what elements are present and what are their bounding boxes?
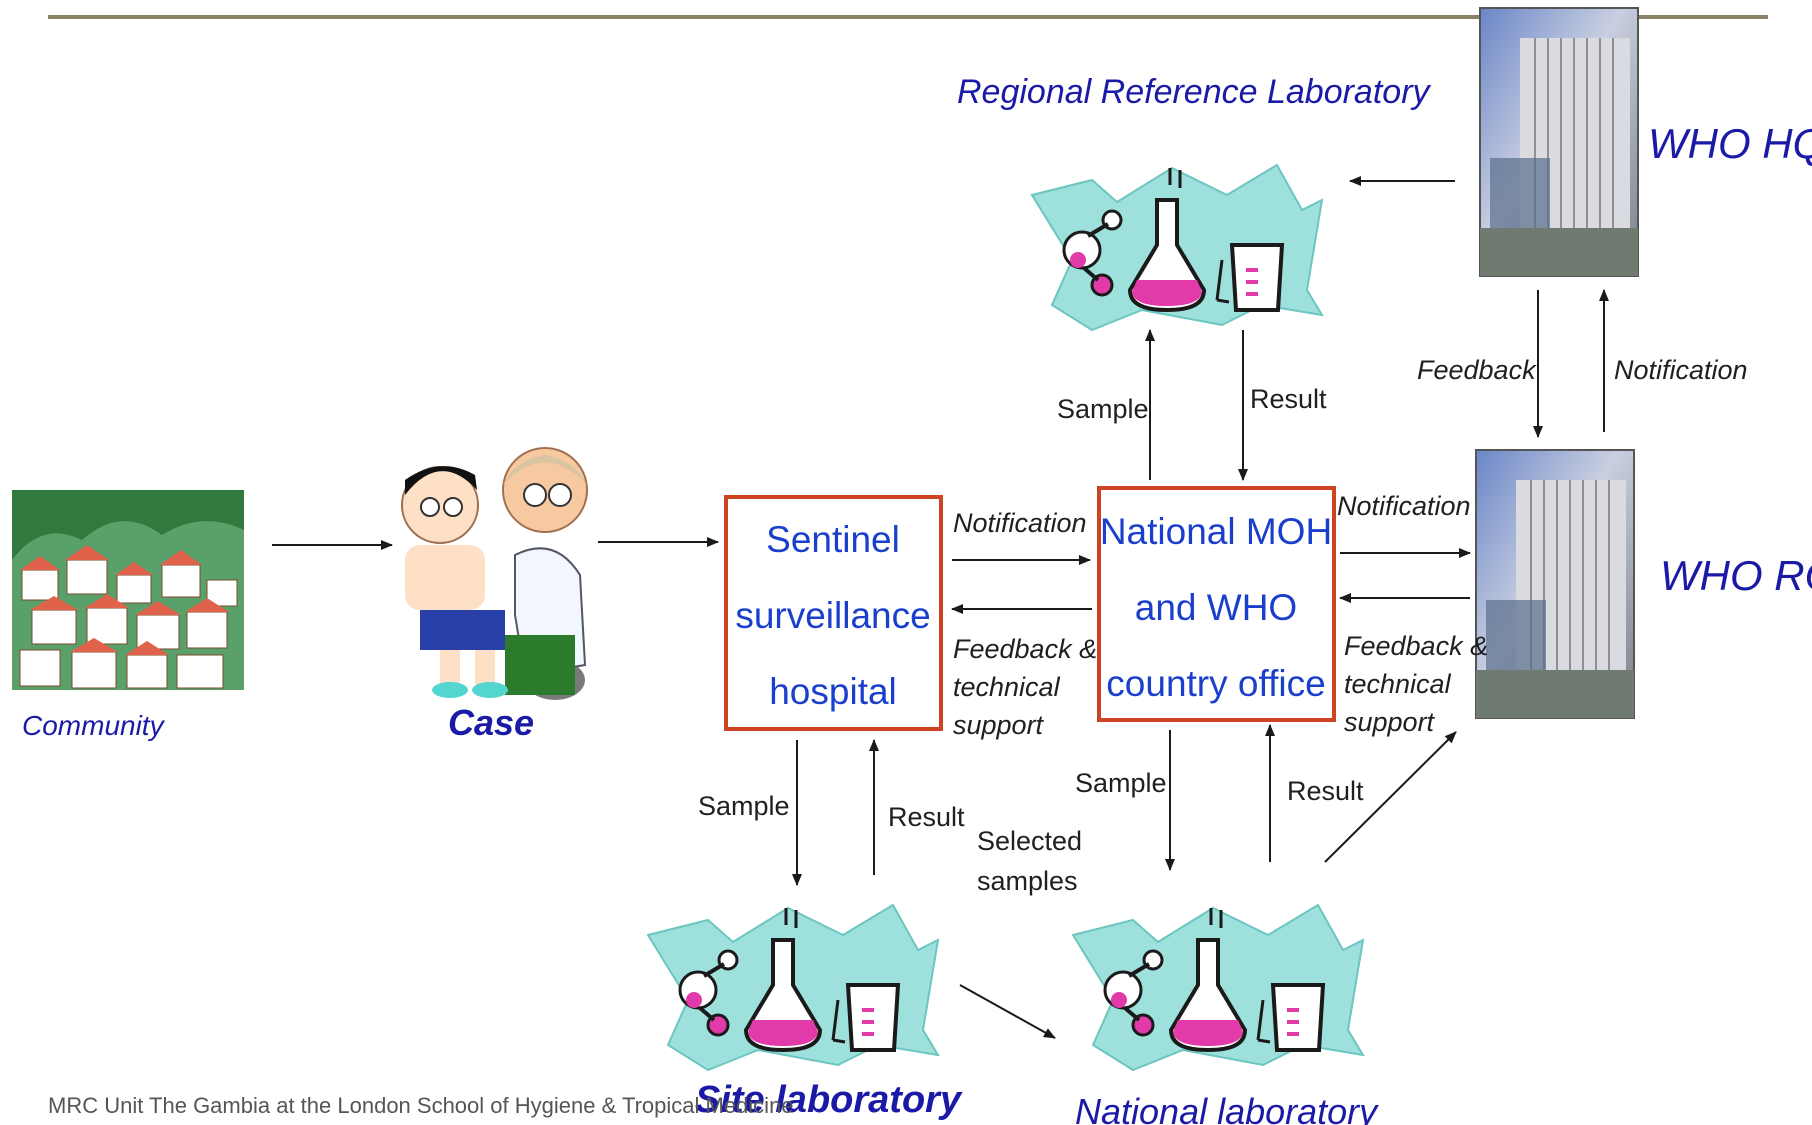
- sentinel-hospital-node: Sentinel surveillance hospital: [724, 495, 943, 731]
- label-moh-to-sentinel-line-3: support: [953, 710, 1045, 740]
- national-lab-label: National laboratory: [1075, 1091, 1379, 1125]
- community-illustration: [12, 490, 244, 690]
- site-lab-label: Site laboratory: [695, 1079, 963, 1121]
- label-ro-to-hq: Notification: [1614, 355, 1748, 385]
- footer-text: MRC Unit The Gambia at the London School…: [48, 1093, 794, 1118]
- label-site-to-national-line-1: Selected: [977, 826, 1082, 856]
- national-moh-line-1: National MOH: [1100, 511, 1332, 552]
- flow-arrows: [272, 176, 1609, 1039]
- label-moh-to-ro: Notification: [1337, 491, 1471, 521]
- sentinel-hospital-line-2: surveillance: [735, 595, 930, 636]
- label-ro-to-moh-line-3: support: [1344, 707, 1436, 737]
- label-national-to-moh: Result: [1287, 776, 1364, 806]
- arrow-national-to-ro: [1324, 731, 1457, 863]
- sentinel-hospital-box: [724, 495, 943, 731]
- who-ro-building-image: [1475, 449, 1635, 719]
- label-sentinel-to-site: Sample: [698, 791, 790, 821]
- label-moh-to-national: Sample: [1075, 768, 1167, 798]
- national-moh-box: [1097, 486, 1336, 722]
- regional-lab-label: Regional Reference Laboratory: [957, 73, 1432, 111]
- site-lab-icon: [646, 903, 940, 1072]
- case-illustration: [401, 447, 588, 700]
- who-ro-label: WHO RO: [1660, 552, 1812, 599]
- label-moh-to-sentinel-line-2: technical: [953, 672, 1061, 702]
- who-hq-label: WHO HQ: [1648, 120, 1812, 167]
- community-label: Community: [22, 710, 166, 741]
- who-hq-building-image: [1479, 7, 1639, 277]
- label-sentinel-to-moh: Notification: [953, 508, 1087, 538]
- label-regional-to-moh: Result: [1250, 384, 1327, 414]
- national-moh-node: National MOH and WHO country office: [1097, 486, 1336, 722]
- label-site-to-national-line-2: samples: [977, 866, 1078, 896]
- label-site-to-sentinel: Result: [888, 802, 965, 832]
- label-ro-to-moh-line-2: technical: [1344, 669, 1452, 699]
- label-ro-to-moh-line-1: Feedback &: [1344, 631, 1488, 661]
- case-label: Case: [448, 702, 534, 743]
- sentinel-hospital-line-3: hospital: [769, 671, 897, 712]
- label-moh-to-sentinel-line-1: Feedback &: [953, 634, 1097, 664]
- label-moh-to-regional: Sample: [1057, 394, 1149, 424]
- national-lab-icon: [1071, 903, 1365, 1072]
- arrow-site-to-national: [959, 984, 1056, 1039]
- national-moh-line-3: country office: [1106, 663, 1325, 704]
- label-hq-to-ro: Feedback: [1417, 355, 1537, 385]
- sentinel-hospital-line-1: Sentinel: [766, 519, 900, 560]
- national-moh-line-2: and WHO: [1135, 587, 1297, 628]
- regional-lab-icon: [1030, 163, 1324, 332]
